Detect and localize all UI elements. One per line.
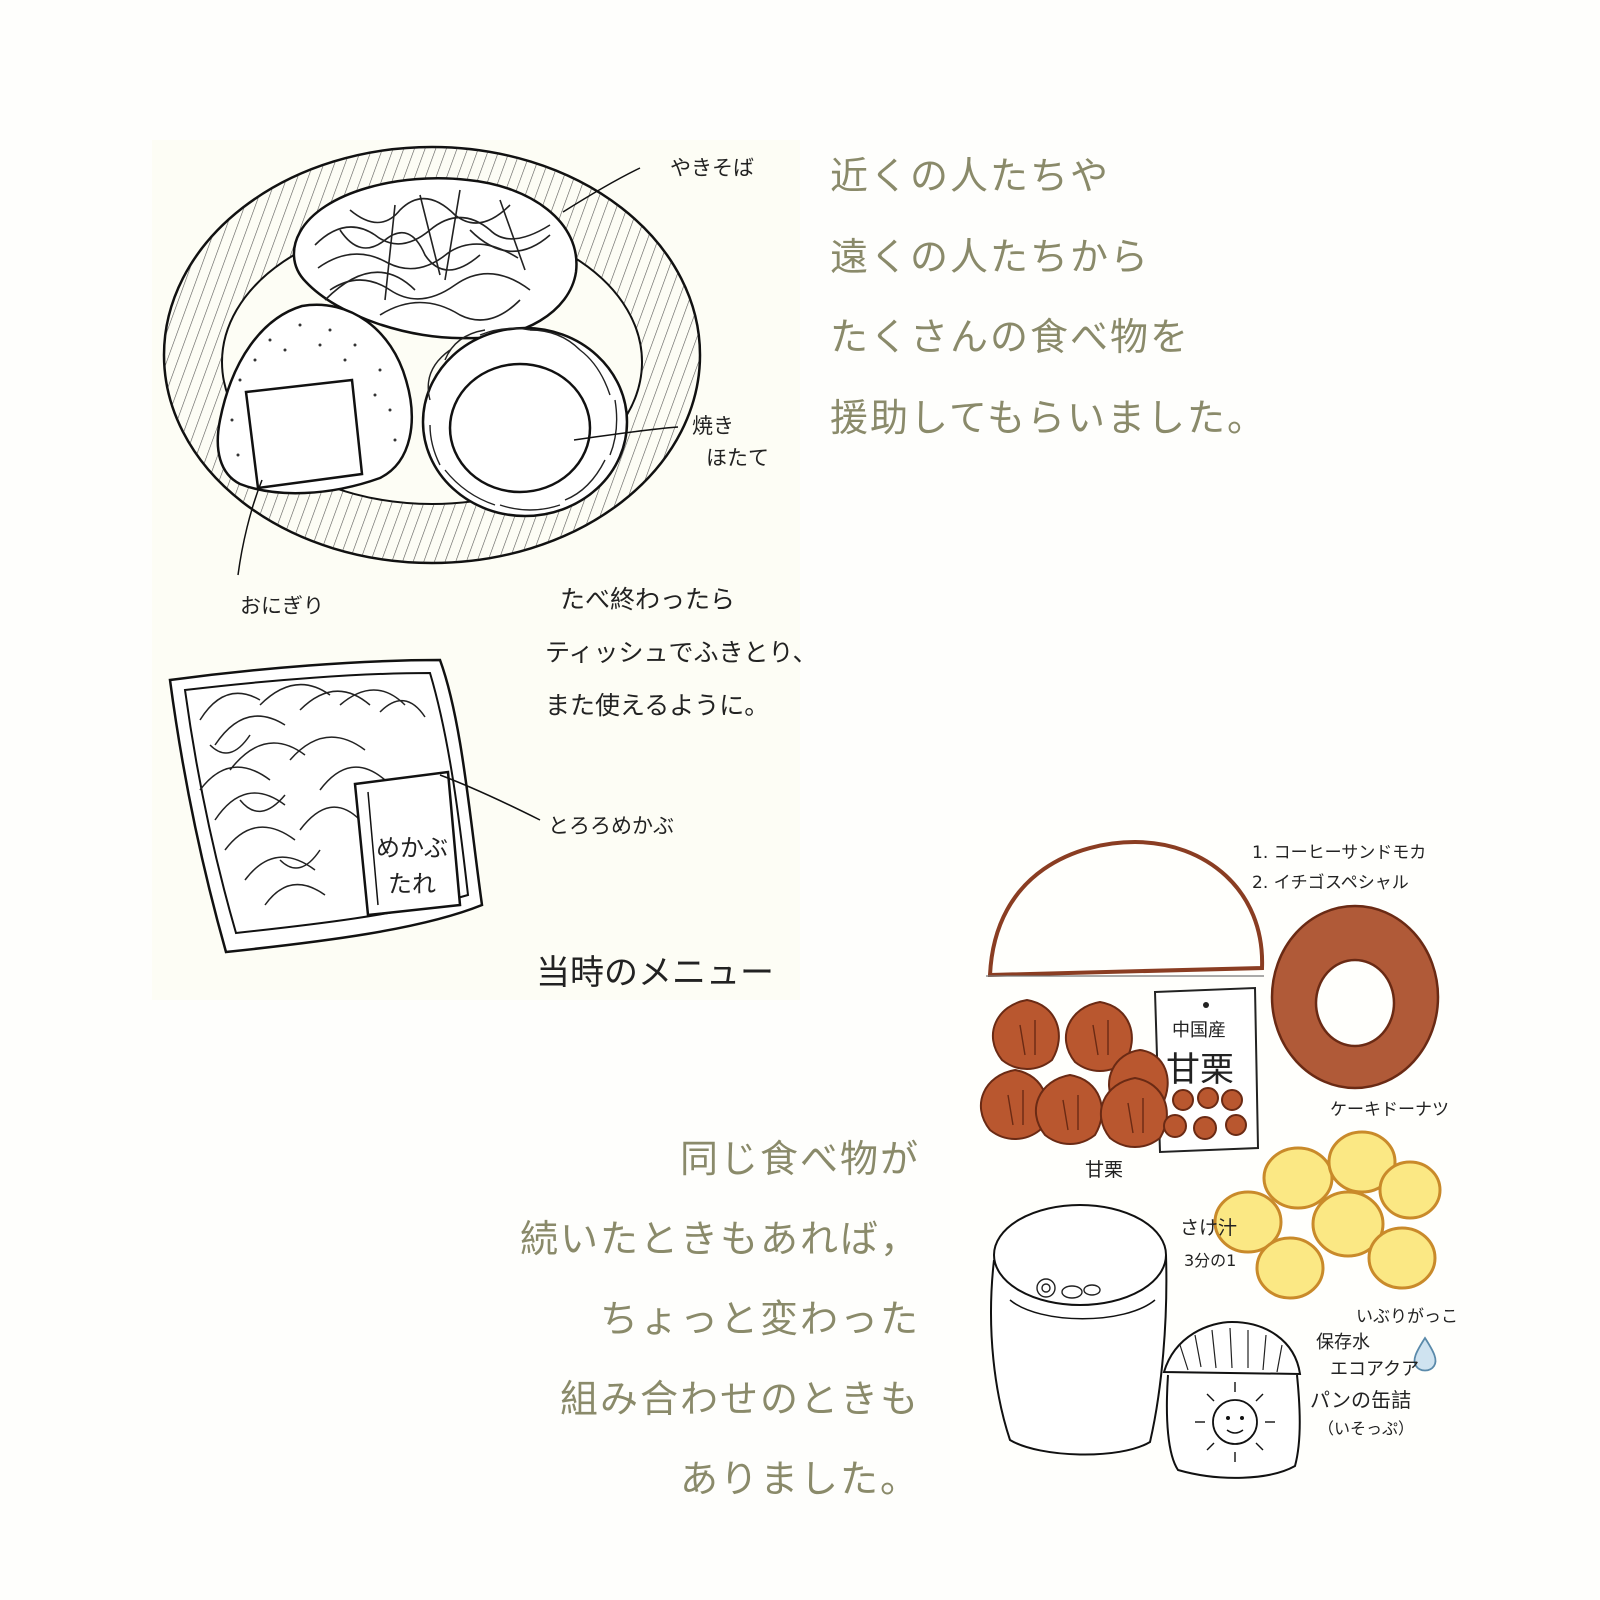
label-sake-soup-line-2: 3分の1	[1184, 1251, 1237, 1270]
narrative-top-line-2: 遠くの人たちから	[830, 235, 1151, 279]
chestnut-pack-line-1: 中国産	[1172, 1020, 1226, 1041]
nori-sheet	[244, 378, 364, 490]
mekabu-sauce-pack	[353, 770, 462, 917]
narrative-top-line-1: 近くの人たちや	[830, 154, 1111, 198]
water-drop-icon	[1413, 1336, 1437, 1372]
narrative-bottom-line-3: ちょっと変わった	[599, 1297, 920, 1341]
chestnut-pack-line-2: 甘栗	[1166, 1050, 1234, 1090]
plate-note-line-3: また使えるように。	[545, 691, 770, 720]
label-mekabu: とろろめかぶ	[548, 814, 674, 838]
onigiri-drawing	[216, 303, 413, 495]
label-yakisoba: やきそば	[670, 156, 754, 180]
label-sake-soup-line-1: さけ汁	[1180, 1217, 1238, 1239]
bread-can-drawing	[1162, 1320, 1302, 1479]
dried-potato-drawing	[1213, 1130, 1442, 1300]
plate-leader-lines	[237, 167, 679, 576]
label-dried-potato: いぶりがっこ	[1356, 1307, 1458, 1327]
scallop-drawing	[421, 326, 629, 518]
plate-note-line-2: ティッシュでふきとり、	[545, 638, 818, 667]
label-bread-can-line-2: （いそっぷ）	[1318, 1419, 1415, 1438]
label-cake-donut: ケーキドーナツ	[1330, 1100, 1449, 1120]
chestnut-cluster	[979, 998, 1247, 1148]
bag-handle	[987, 839, 1265, 978]
narrative-bottom-line-4: 組み合わせのときも	[559, 1377, 920, 1421]
mekabu-container-drawing	[168, 658, 541, 954]
label-water-line-2: エコアクア	[1330, 1359, 1420, 1380]
label-bread-can-line-1: パンの缶詰	[1310, 1388, 1411, 1412]
cake-donut-drawing	[1270, 904, 1440, 1090]
chestnut-bag-drawing	[979, 839, 1265, 1154]
narrative-bottom-line-5: ありました。	[679, 1457, 920, 1501]
label-chestnuts: 甘栗	[1085, 1159, 1124, 1181]
label-onigiri: おにぎり	[240, 594, 324, 618]
yakisoba-drawing	[292, 177, 578, 340]
menu-caption: 当時のメニュー	[536, 953, 774, 993]
bread-list-item-1: 1. コーヒーサンドモカ	[1252, 843, 1427, 863]
label-scallop-line-2: ほたて	[706, 446, 769, 470]
sake-soup-cup-drawing	[990, 1204, 1168, 1456]
narrative-bottom-line-1: 同じ食べ物が	[679, 1137, 920, 1181]
narrative-top-line-4: 援助してもらいました。	[830, 396, 1267, 440]
label-scallop-line-1: 焼き	[692, 414, 734, 438]
sun-icon	[1195, 1382, 1275, 1462]
narrative-bottom-line-2: 続いたときもあれば，	[519, 1217, 920, 1261]
label-water-line-1: 保存水	[1316, 1332, 1370, 1353]
bread-list-item-2: 2. イチゴスペシャル	[1252, 873, 1409, 893]
scallop-meat	[448, 362, 592, 494]
narrative-top-line-3: たくさんの食べ物を	[830, 315, 1191, 359]
plate-note-line-1: たべ終わったら	[560, 585, 736, 614]
mekabu-pack-text: めかぶ たれ	[376, 834, 448, 898]
